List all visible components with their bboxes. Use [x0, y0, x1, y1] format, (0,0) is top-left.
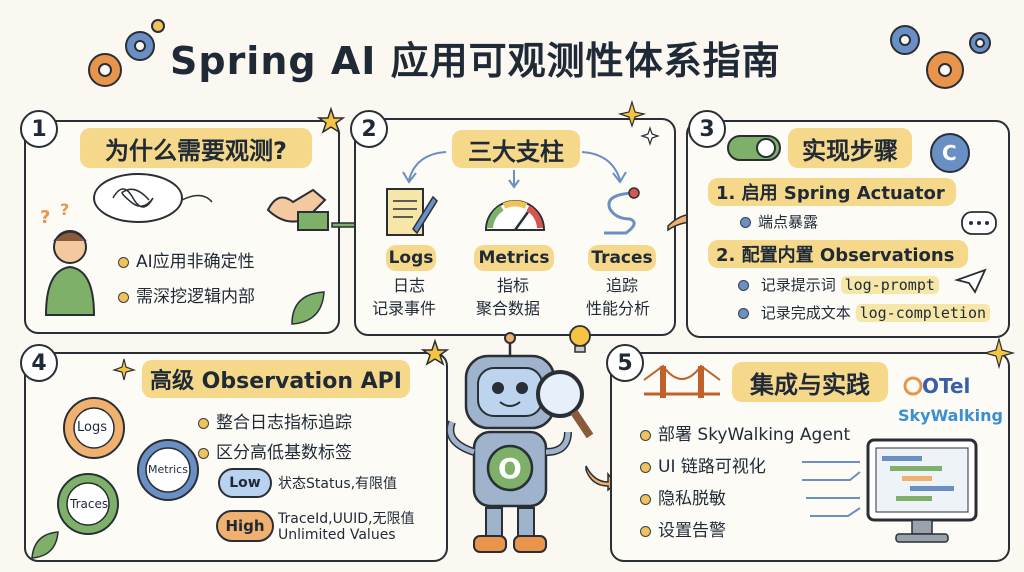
svg-text:?: ? — [40, 207, 50, 228]
gauge-icon — [484, 200, 546, 231]
pillar-traces-cn: 追踪 — [606, 276, 639, 295]
list-item: AI应用非确定性 — [118, 247, 255, 272]
sparkle-icon — [617, 99, 660, 146]
pillar-logs: Logs — [386, 245, 436, 271]
low-cardinality-badge: Low — [218, 468, 272, 498]
gear-label-metrics: Metrics — [148, 463, 188, 476]
pillar-logs-cn: 日志 — [393, 276, 426, 295]
section1-heading: 为什么需要观测? — [80, 128, 312, 168]
sub-step-label: 记录提示词 — [760, 276, 836, 294]
gear-icon — [890, 25, 991, 89]
high-cardinality-text: TraceId,UUID,无限值 — [278, 511, 415, 527]
bridge-icon — [643, 364, 721, 398]
svg-text:C: C — [942, 141, 957, 165]
section-number-4: 4 — [20, 344, 58, 382]
gear-icon — [88, 19, 165, 87]
star-icon — [420, 338, 450, 366]
monitor-icon — [802, 438, 978, 543]
list-item: 部署 SkyWalking Agent — [640, 420, 850, 445]
paper-plane-icon — [953, 268, 987, 294]
list-item: 整合日志指标追踪 — [198, 408, 352, 433]
lightbulb-icon — [569, 325, 591, 353]
section-number-5: 5 — [606, 344, 644, 382]
sub-step-log-completion: 记录完成文本 log-completion — [738, 302, 991, 323]
hand-icon — [266, 188, 329, 231]
star-icon — [316, 106, 346, 134]
chat-bubble-icon — [961, 211, 997, 235]
page-title: Spring AI 应用可观测性体系指南 — [170, 39, 781, 83]
leaf-icon — [291, 291, 325, 325]
otel-logo: OTel — [922, 374, 971, 398]
step-1-sub: 端点暴露 — [740, 211, 818, 232]
list-item: 区分高低基数标签 — [198, 438, 352, 463]
step-2: 2. 配置内置 Observations — [708, 240, 968, 268]
pillar-metrics-cn: 指标 — [497, 276, 530, 295]
sub-step-log-prompt: 记录提示词 log-prompt — [738, 274, 939, 295]
arrow-icon — [402, 151, 627, 189]
skywalking-logo: SkyWalking — [898, 406, 1003, 425]
route-icon — [604, 187, 640, 235]
sub-step-label: 记录完成文本 — [760, 304, 851, 322]
high-cardinality-badge: High — [216, 510, 274, 542]
pillar-logs-desc: 记录事件 — [372, 299, 437, 318]
pillar-metrics-desc: 聚合数据 — [476, 299, 541, 318]
section3-heading: 实现步骤 — [788, 128, 912, 168]
pillar-metrics: Metrics — [474, 245, 554, 271]
thought-cloud-icon — [93, 173, 213, 223]
telescope-icon — [903, 376, 923, 396]
section-number-1: 1 — [20, 110, 58, 148]
sparkle-icon — [111, 358, 137, 381]
section-number-2: 2 — [350, 110, 388, 148]
section2-heading: 三大支柱 — [452, 130, 580, 168]
gear-label-traces: Traces — [70, 497, 109, 511]
list-item: 设置告警 — [640, 516, 726, 541]
gear-label-logs: Logs — [77, 420, 107, 435]
section4-heading: 高级 Observation API — [142, 360, 410, 398]
pillar-traces: Traces — [588, 245, 656, 271]
robot-badge-letter: O — [498, 452, 522, 485]
leaf-icon — [31, 531, 59, 559]
svg-text:?: ? — [60, 200, 69, 219]
confused-person-icon: ? ? — [40, 200, 96, 316]
log-completion-tag: log-completion — [855, 304, 991, 322]
low-cardinality-text: 状态Status,有限值 — [278, 476, 398, 492]
robot-mascot-icon — [446, 332, 594, 553]
toggle-icon — [727, 135, 781, 161]
list-item: 隐私脱敏 — [640, 484, 726, 509]
gear-icon: C — [930, 133, 970, 173]
log-prompt-tag: log-prompt — [840, 276, 939, 294]
step-1: 1. 启用 Spring Actuator — [708, 178, 956, 206]
sparkle-icon — [982, 336, 1016, 370]
gear-cluster-icon — [57, 397, 199, 535]
pillar-traces-desc: 性能分析 — [586, 299, 651, 318]
list-item: 需深挖逻辑内部 — [118, 282, 255, 307]
section-number-3: 3 — [688, 110, 726, 148]
list-item: UI 链路可视化 — [640, 452, 766, 477]
notepad-icon — [386, 188, 438, 236]
high-cardinality-text-en: Unlimited Values — [278, 527, 396, 543]
section5-heading: 集成与实践 — [732, 362, 888, 402]
